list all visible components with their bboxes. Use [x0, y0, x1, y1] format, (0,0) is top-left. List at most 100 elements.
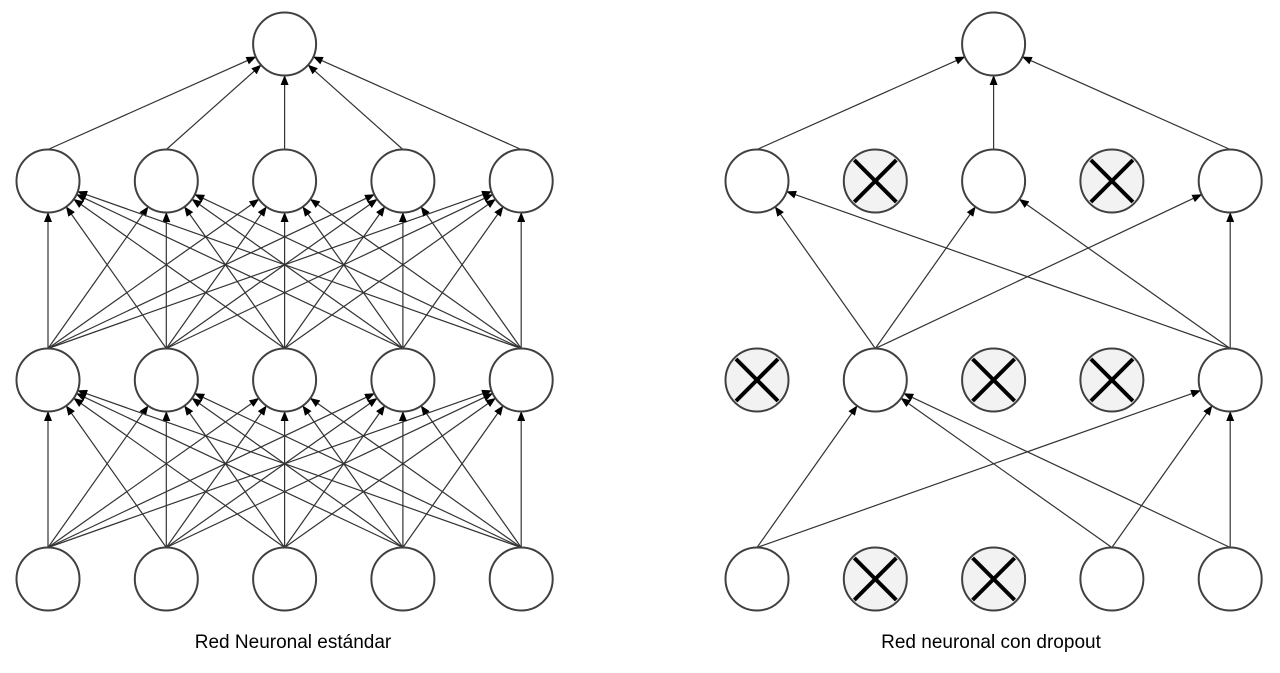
- neuron-input-4: [488, 546, 554, 612]
- connection-edge-hidden1-2-to-hidden2-3: [284, 206, 386, 349]
- connection-edge-hidden1-2-to-hidden2-4: [284, 198, 496, 349]
- connection-edge-input-1-to-hidden1-3: [165, 397, 378, 548]
- neuron-hidden2-0: [724, 148, 790, 214]
- neuron-hidden2-2: [961, 148, 1027, 214]
- neuron-circle: [488, 347, 554, 413]
- connection-edge-input-2-to-hidden1-3: [284, 405, 386, 548]
- neuron-circle: [961, 148, 1027, 214]
- neuron-hidden2-2: [252, 148, 318, 214]
- dropped-neuron-input-2: [961, 546, 1027, 612]
- connection-edge-input-0-to-hidden1-1: [756, 405, 858, 548]
- dropout-network-caption: Red neuronal con dropout: [881, 632, 1101, 653]
- neuron-input-0: [724, 546, 790, 612]
- connection-edge-input-3-to-hidden1-0: [76, 392, 404, 549]
- connection-edge-hidden1-4-to-hidden2-2: [1018, 198, 1231, 349]
- cross-icon: [971, 357, 1017, 403]
- dropped-neuron-hidden1-2: [961, 347, 1027, 413]
- standard-network: [15, 11, 554, 612]
- connection-edge-hidden1-4-to-hidden2-1: [194, 193, 522, 350]
- connection-edge-hidden1-0-to-hidden2-3: [47, 193, 375, 350]
- neuron-input-2: [252, 546, 318, 612]
- connection-edge-input-1-to-hidden1-2: [165, 405, 267, 548]
- neuron-circle: [488, 546, 554, 612]
- neuron-hidden1-2: [252, 347, 318, 413]
- neuron-circle: [133, 347, 199, 413]
- connection-edge-hidden2-1-to-output-0: [165, 64, 262, 150]
- connection-edge-hidden1-4-to-hidden2-0: [786, 190, 1231, 350]
- connection-edge-input-2-to-hidden1-4: [284, 397, 496, 548]
- neuron-circle: [1079, 546, 1145, 612]
- neuron-input-4: [1197, 546, 1263, 612]
- connection-edge-hidden2-0-to-output-0: [756, 56, 966, 151]
- connection-edge-hidden2-4-to-output-0: [1021, 56, 1231, 151]
- dropout-network-edges: [756, 56, 1235, 549]
- neuron-hidden2-0: [15, 148, 81, 214]
- connection-edge-hidden1-1-to-hidden2-2: [165, 206, 267, 349]
- neuron-circle: [370, 148, 436, 214]
- connection-edge-hidden2-4-to-output-0: [312, 56, 522, 151]
- connection-edge-input-4-to-hidden1-1: [194, 392, 522, 549]
- cross-icon: [1089, 158, 1135, 204]
- connection-edge-hidden1-3-to-hidden2-0: [76, 193, 404, 350]
- cross-stroke: [1089, 357, 1135, 403]
- dropout-network: [724, 11, 1263, 612]
- neuron-circle: [842, 347, 908, 413]
- cross-stroke: [971, 556, 1017, 602]
- connection-edge-input-3-to-hidden1-1: [900, 397, 1113, 548]
- neuron-hidden1-4: [488, 347, 554, 413]
- connection-edge-hidden1-1-to-hidden2-2: [874, 206, 976, 349]
- neuron-circle: [370, 347, 436, 413]
- neuron-hidden2-4: [488, 148, 554, 214]
- dropout-network-nodes: [724, 11, 1263, 612]
- neuron-output-0: [252, 11, 318, 77]
- neuron-circle: [370, 546, 436, 612]
- neuron-hidden2-3: [370, 148, 436, 214]
- neuron-output-0: [961, 11, 1027, 77]
- connection-edge-input-0-to-hidden1-1: [47, 405, 149, 548]
- neuron-hidden2-1: [133, 148, 199, 214]
- cross-icon: [971, 556, 1017, 602]
- neuron-circle: [1197, 148, 1263, 214]
- connection-edge-hidden2-0-to-output-0: [47, 56, 257, 151]
- connection-edge-input-3-to-hidden1-4: [402, 405, 504, 548]
- neuron-circle: [252, 347, 318, 413]
- neuron-circle: [15, 546, 81, 612]
- neuron-circle: [15, 148, 81, 214]
- standard-network-edges: [44, 56, 526, 549]
- neuron-hidden1-4: [1197, 347, 1263, 413]
- connection-edge-hidden1-4-to-hidden2-2: [309, 198, 522, 349]
- connection-edge-hidden1-2-to-hidden2-1: [183, 206, 286, 349]
- neuron-input-0: [15, 546, 81, 612]
- standard-network-caption: Red Neuronal estándar: [194, 632, 392, 653]
- cross-icon: [852, 158, 898, 204]
- neuron-circle: [133, 148, 199, 214]
- connection-edge-input-3-to-hidden1-2: [302, 405, 404, 548]
- neuron-circle: [724, 546, 790, 612]
- connection-edge-hidden1-1-to-hidden2-0: [65, 206, 167, 349]
- connection-edge-input-0-to-hidden1-2: [47, 397, 260, 548]
- neuron-circle: [724, 148, 790, 214]
- connection-edge-hidden1-0-to-hidden2-4: [47, 190, 492, 350]
- neuron-input-3: [370, 546, 436, 612]
- connection-edge-input-4-to-hidden1-0: [77, 389, 522, 549]
- connection-edge-hidden1-4-to-hidden2-0: [77, 190, 522, 350]
- connection-edge-hidden1-2-to-hidden2-0: [73, 198, 285, 349]
- connection-edge-input-4-to-hidden1-3: [420, 405, 522, 548]
- neuron-hidden2-4: [1197, 148, 1263, 214]
- cross-stroke: [734, 357, 780, 403]
- dropped-neuron-hidden2-1: [842, 148, 908, 214]
- dropped-neuron-hidden1-0: [724, 347, 790, 413]
- neuron-circle: [252, 148, 318, 214]
- neuron-hidden1-0: [15, 347, 81, 413]
- connection-edge-input-0-to-hidden1-3: [47, 392, 375, 549]
- cross-stroke: [852, 556, 898, 602]
- connection-edge-input-0-to-hidden1-4: [47, 389, 492, 549]
- neuron-input-3: [1079, 546, 1145, 612]
- connection-edge-hidden1-1-to-hidden2-3: [165, 198, 378, 349]
- neuron-circle: [488, 148, 554, 214]
- neuron-circle: [15, 347, 81, 413]
- cross-icon: [734, 357, 780, 403]
- cross-stroke: [852, 158, 898, 204]
- neuron-circle: [961, 11, 1027, 77]
